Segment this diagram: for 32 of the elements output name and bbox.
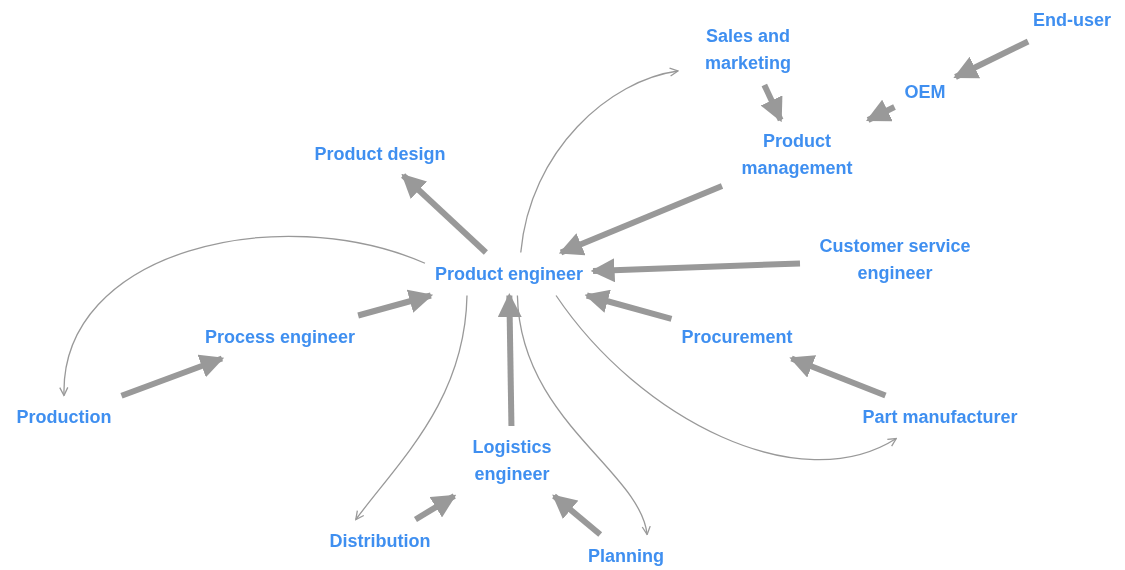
curved-arrow [355,294,468,521]
node-label: Production [16,405,112,429]
arrow [865,99,896,123]
curved-arrow [60,236,426,397]
curved-arrow [555,294,897,461]
arrow [357,289,434,319]
node-label: Logistics engineer [471,436,553,486]
node-label: Part manufacturer [862,405,1018,429]
arrow [558,183,724,256]
arrow [552,493,603,537]
node-label: OEM [904,80,946,104]
arrow [401,173,488,255]
arrow [953,38,1030,80]
node-label: Distribution [329,529,431,553]
curved-arrow [516,294,650,536]
node-label: Product management [740,130,854,180]
arrow [584,289,673,322]
arrow [413,493,457,523]
arrow [590,258,801,283]
node-label: Product engineer [435,262,583,286]
node-label: Planning [588,544,664,568]
node-label: Procurement [681,325,793,349]
arrow [760,83,784,123]
node-label: Customer service engineer [818,235,972,285]
node-label: Product design [314,142,446,166]
node-label: End-user [1033,8,1111,32]
node-label: Process engineer [204,325,356,349]
arrow [497,293,522,427]
node-label: Sales and marketing [704,25,792,75]
arrow [789,355,887,399]
arrow [120,354,225,399]
curved-arrow [520,68,679,254]
